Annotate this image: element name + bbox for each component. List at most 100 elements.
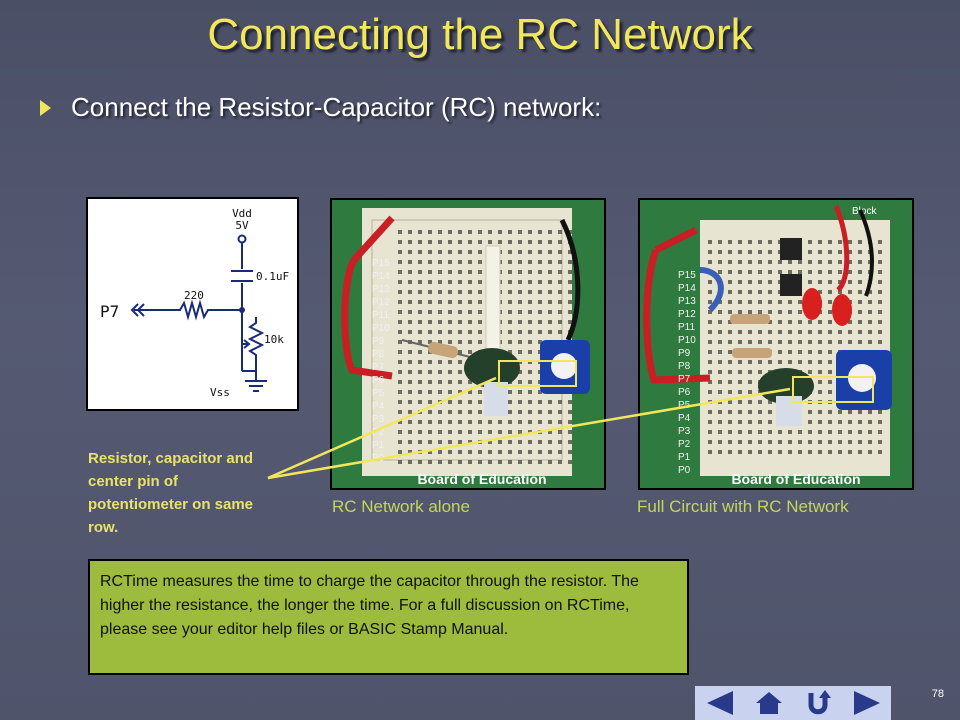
breadboard-hole bbox=[778, 430, 782, 434]
breadboard-hole bbox=[518, 260, 522, 264]
breadboard-hole bbox=[768, 280, 772, 284]
breadboard-hole bbox=[478, 400, 482, 404]
breadboard-hole bbox=[408, 360, 412, 364]
breadboard-hole bbox=[738, 260, 742, 264]
breadboard-hole bbox=[738, 250, 742, 254]
breadboard-hole bbox=[828, 310, 832, 314]
breadboard-hole bbox=[538, 310, 542, 314]
breadboard-hole bbox=[838, 330, 842, 334]
next-button[interactable] bbox=[842, 686, 891, 720]
breadboard-hole bbox=[708, 300, 712, 304]
breadboard-hole bbox=[748, 340, 752, 344]
breadboard-hole bbox=[408, 420, 412, 424]
breadboard-hole bbox=[458, 390, 462, 394]
breadboard-hole bbox=[718, 450, 722, 454]
breadboard-hole bbox=[478, 240, 482, 244]
breadboard-hole bbox=[458, 440, 462, 444]
breadboard-hole bbox=[758, 370, 762, 374]
navigation-bar bbox=[695, 686, 891, 720]
breadboard-hole bbox=[488, 240, 492, 244]
breadboard-hole bbox=[528, 280, 532, 284]
breadboard-hole bbox=[498, 460, 502, 464]
breadboard-hole bbox=[768, 430, 772, 434]
breadboard-hole bbox=[808, 370, 812, 374]
breadboard-hole bbox=[818, 410, 822, 414]
breadboard-hole bbox=[718, 420, 722, 424]
breadboard-hole bbox=[518, 440, 522, 444]
breadboard-hole bbox=[808, 250, 812, 254]
breadboard-hole bbox=[708, 280, 712, 284]
breadboard-hole bbox=[458, 230, 462, 234]
pin-label: P7 bbox=[678, 374, 691, 385]
breadboard-hole bbox=[878, 420, 882, 424]
breadboard-hole bbox=[748, 370, 752, 374]
breadboard-hole bbox=[758, 410, 762, 414]
slide-title: Connecting the RC Network bbox=[207, 10, 753, 59]
breadboard-hole bbox=[508, 260, 512, 264]
pin-label: P2 bbox=[372, 427, 385, 438]
breadboard-hole bbox=[868, 440, 872, 444]
breadboard-hole bbox=[418, 460, 422, 464]
breadboard-hole bbox=[408, 270, 412, 274]
breadboard-hole bbox=[408, 240, 412, 244]
highlight-box bbox=[792, 376, 874, 403]
breadboard-hole bbox=[788, 440, 792, 444]
breadboard-hole bbox=[778, 360, 782, 364]
breadboard-hole bbox=[398, 340, 402, 344]
breadboard-hole bbox=[408, 230, 412, 234]
breadboard-hole bbox=[538, 250, 542, 254]
breadboard-hole bbox=[738, 300, 742, 304]
breadboard-hole bbox=[708, 440, 712, 444]
breadboard-hole bbox=[718, 330, 722, 334]
breadboard-hole bbox=[748, 260, 752, 264]
breadboard-hole bbox=[758, 290, 762, 294]
breadboard-hole bbox=[728, 260, 732, 264]
breadboard-hole bbox=[428, 430, 432, 434]
pin-label: P13 bbox=[678, 296, 696, 307]
breadboard-hole bbox=[868, 340, 872, 344]
breadboard-hole bbox=[718, 250, 722, 254]
breadboard-hole bbox=[828, 380, 832, 384]
previous-button[interactable] bbox=[695, 686, 744, 720]
breadboard-hole bbox=[808, 270, 812, 274]
breadboard-hole bbox=[428, 310, 432, 314]
breadboard-hole bbox=[538, 260, 542, 264]
breadboard-hole bbox=[518, 320, 522, 324]
breadboard-hole bbox=[538, 420, 542, 424]
breadboard-hole bbox=[538, 270, 542, 274]
breadboard-hole bbox=[738, 450, 742, 454]
breadboard-hole bbox=[838, 450, 842, 454]
breadboard-hole bbox=[728, 340, 732, 344]
breadboard-hole bbox=[438, 230, 442, 234]
breadboard-hole bbox=[808, 340, 812, 344]
breadboard-hole bbox=[468, 280, 472, 284]
breadboard-hole bbox=[548, 260, 552, 264]
breadboard-hole bbox=[508, 270, 512, 274]
breadboard-hole bbox=[828, 300, 832, 304]
breadboard-hole bbox=[458, 450, 462, 454]
breadboard-hole bbox=[468, 390, 472, 394]
breadboard-hole bbox=[418, 350, 422, 354]
breadboard-hole bbox=[818, 370, 822, 374]
breadboard-hole bbox=[798, 310, 802, 314]
breadboard-hole bbox=[768, 340, 772, 344]
breadboard-hole bbox=[428, 400, 432, 404]
breadboard-hole bbox=[448, 300, 452, 304]
breadboard-hole bbox=[538, 400, 542, 404]
breadboard-hole bbox=[518, 330, 522, 334]
pin-label: P10 bbox=[372, 323, 390, 334]
home-button[interactable] bbox=[744, 686, 793, 720]
breadboard-hole bbox=[448, 320, 452, 324]
breadboard-hole bbox=[758, 240, 762, 244]
breadboard-hole bbox=[728, 300, 732, 304]
breadboard-hole bbox=[548, 270, 552, 274]
breadboard-hole bbox=[468, 310, 472, 314]
return-button[interactable] bbox=[793, 686, 842, 720]
breadboard-hole bbox=[448, 400, 452, 404]
breadboard-hole bbox=[458, 330, 462, 334]
breadboard-hole bbox=[408, 440, 412, 444]
breadboard-hole bbox=[458, 370, 462, 374]
breadboard-hole bbox=[828, 360, 832, 364]
breadboard-hole bbox=[568, 430, 572, 434]
breadboard-hole bbox=[878, 300, 882, 304]
